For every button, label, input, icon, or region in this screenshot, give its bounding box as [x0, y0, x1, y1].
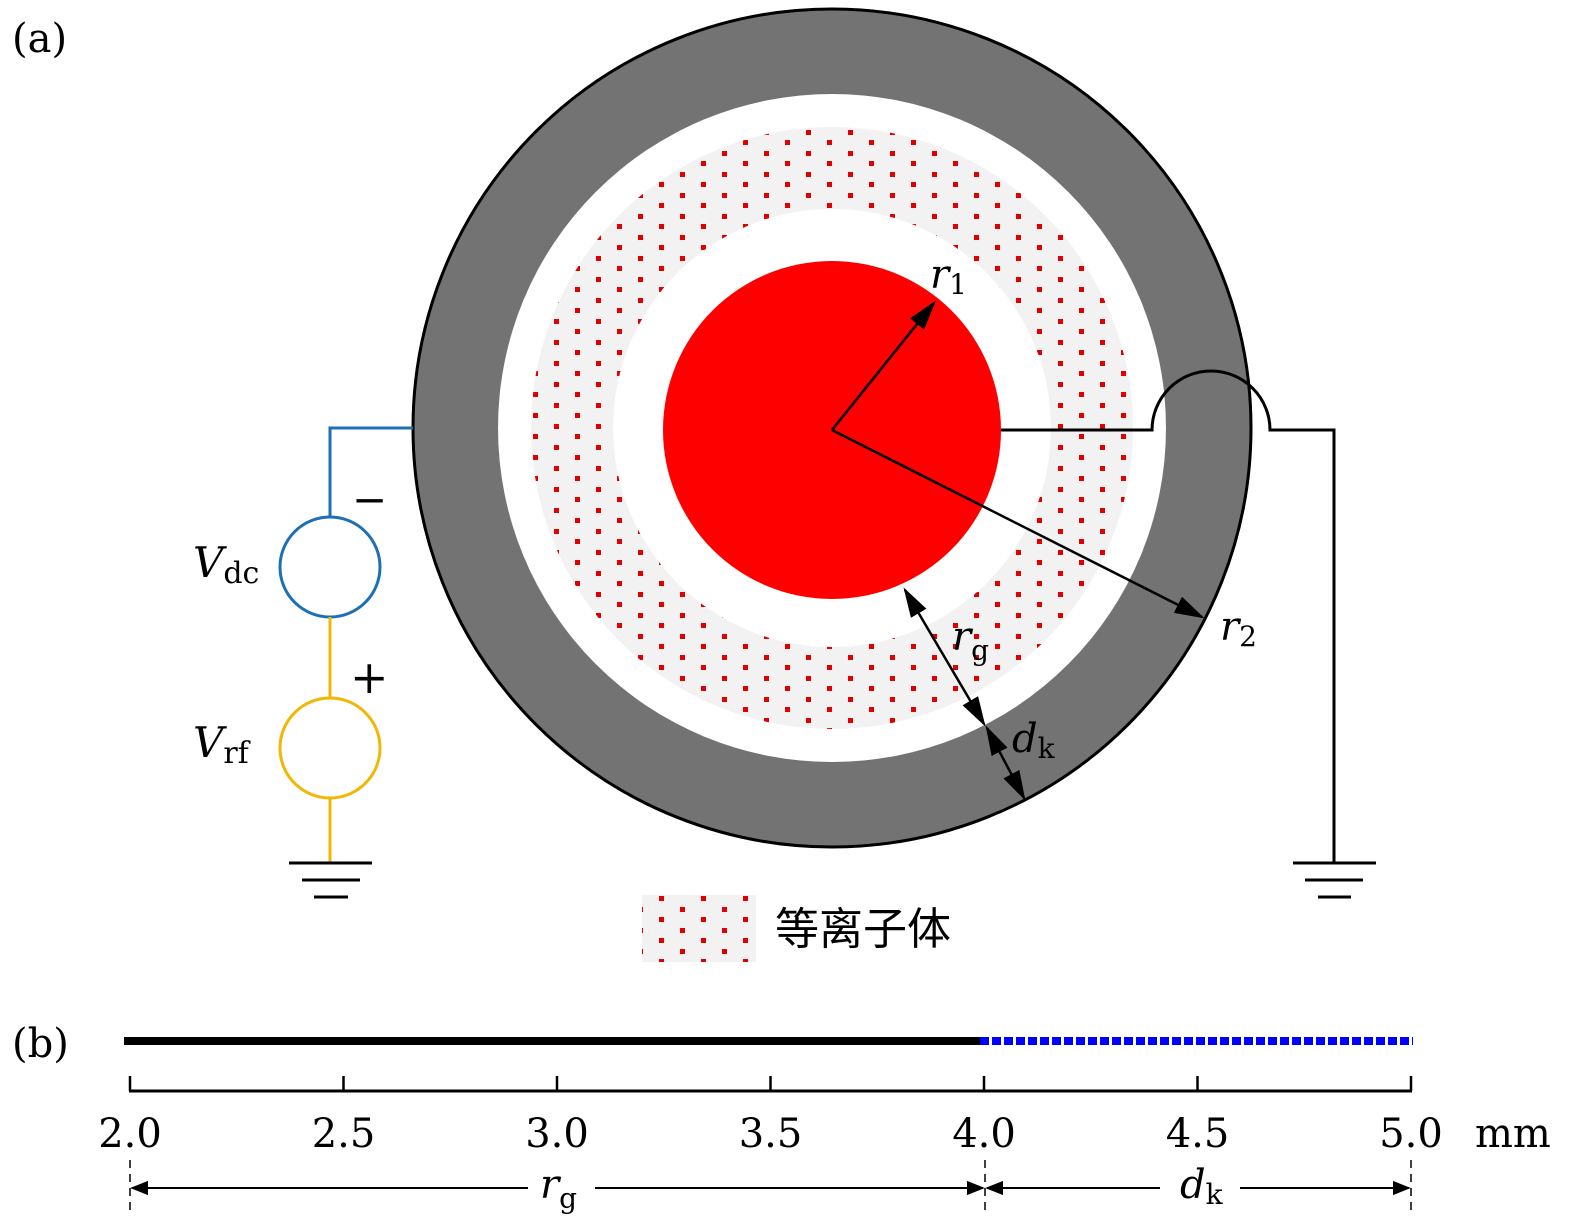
dk-span-label: dk [1180, 1162, 1224, 1211]
axis-unit: mm [1475, 1111, 1551, 1157]
vdc-label: Vdc [193, 538, 259, 591]
panel-a-label: (a) [12, 16, 67, 62]
span-guides [129, 1160, 1412, 1212]
rg-arrow [903, 587, 986, 727]
ground-icon-left [289, 861, 372, 899]
dc-source [278, 515, 382, 619]
r2-arrow [831, 428, 1205, 619]
axis-tick-label: 5.0 [1379, 1111, 1443, 1157]
legend-plasma-label: 等离子体 [775, 904, 951, 955]
dk-label: dk [1012, 716, 1056, 765]
ground-icon-right [1293, 861, 1376, 899]
anode-wire [1001, 369, 1336, 863]
dc-wire [328, 426, 413, 517]
rg-span-label: rg [540, 1162, 577, 1215]
axis-tick-label: 2.0 [98, 1111, 162, 1157]
minus-sign: − [352, 475, 387, 524]
dk-arrow [985, 725, 1026, 801]
axis-tick-label: 3.0 [525, 1111, 589, 1157]
axis-tick-label: 4.5 [1166, 1111, 1230, 1157]
r1-arrow [831, 300, 936, 431]
r2-label: r2 [1220, 604, 1257, 653]
rf-source [278, 696, 382, 800]
plus-sign: + [350, 650, 389, 704]
vrf-label: Vrf [193, 718, 251, 771]
panel-b-label: (b) [12, 1021, 69, 1067]
rg-label: rg [952, 614, 989, 667]
axis-tick-label: 4.0 [952, 1111, 1016, 1157]
legend-plasma-swatch [642, 895, 756, 962]
axis-ticks: 2.0 2.5 3.0 3.5 4.0 4.5 5.0 [98, 1076, 1443, 1157]
axis-tick-label: 2.5 [312, 1111, 376, 1157]
axis-tick-label: 3.5 [739, 1111, 803, 1157]
r1-label: r1 [930, 252, 967, 301]
